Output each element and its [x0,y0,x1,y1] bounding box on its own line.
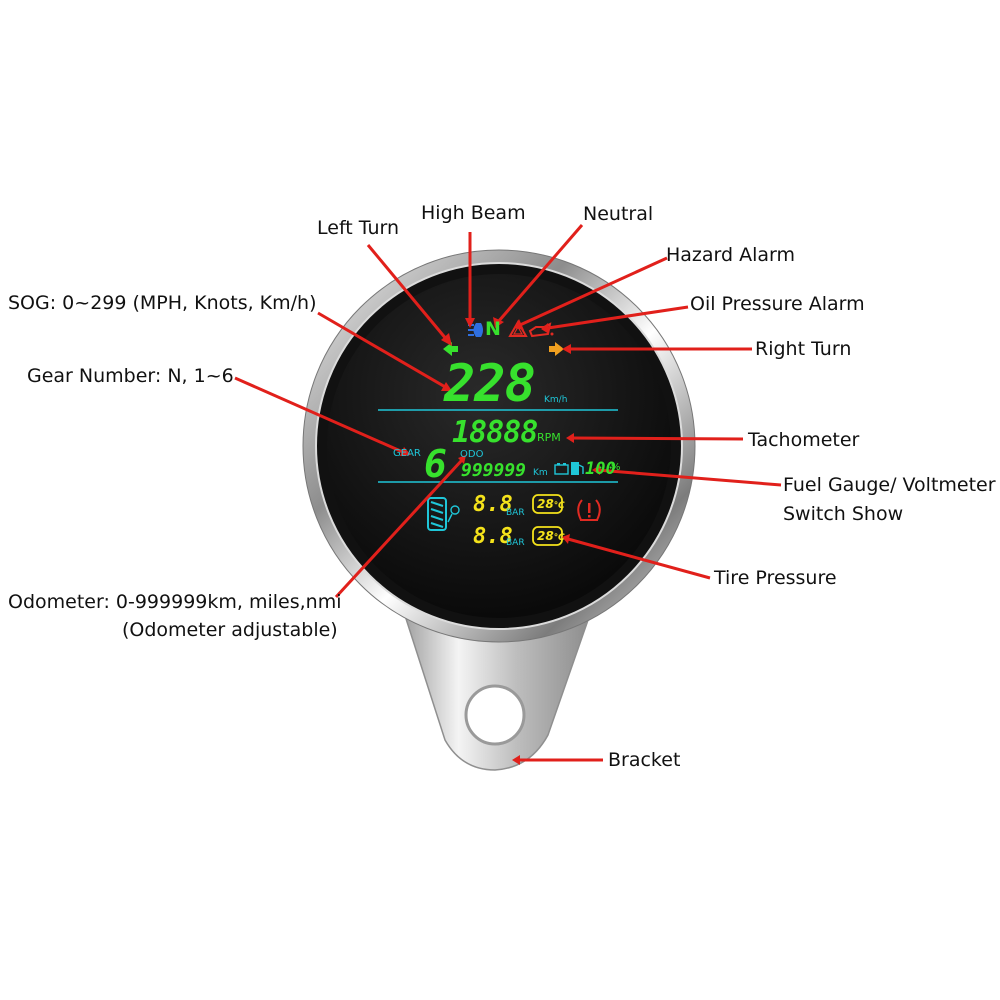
leader-tire-pressure [567,537,711,580]
battery-icon [554,463,569,475]
leader-tire-pressure-arrow [562,534,570,544]
label-hazard-alarm: Hazard Alarm [666,244,796,266]
label-tire-pressure: Tire Pressure [714,567,837,589]
tire-rear-temp: 28℃ [537,529,565,543]
tire-rear-pressure: 8.8 [473,524,513,549]
leader-lines [234,224,782,765]
speed-readout: 228 [444,354,536,414]
odometer-unit: Km [533,468,548,478]
leader-fuel-arrow [592,465,600,475]
gear-readout: 6 [424,442,447,486]
tire-front-temp: 28℃ [537,497,565,511]
label-oil-pressure-alarm: Oil Pressure Alarm [690,293,865,315]
rpm-readout: 18888 [452,415,538,450]
odometer-readout: 999999 [461,460,527,481]
label-tachometer: Tachometer [748,429,860,451]
tire-icon [427,497,460,531]
leader-oil-arrow [541,323,549,334]
leader-odometer [334,458,464,599]
gauge-face [327,274,671,618]
leader-right-turn-arrow [562,344,571,354]
neutral-indicator: N [485,318,501,340]
speed-unit: Km/h [544,395,568,405]
leader-neutral [496,224,584,323]
leader-oil [547,305,689,330]
right-arrow-icon [549,342,564,356]
gear-label: GEAR [393,448,421,459]
label-sog: SOG: 0~299 (MPH, Knots, Km/h) [8,292,317,314]
label-gear-number: Gear Number: N, 1~6 [27,365,234,387]
tire-front-pressure: 8.8 [473,492,513,517]
rpm-unit: RPM [537,431,561,444]
fuel-percent-unit: % [611,462,621,473]
label-odometer: Odometer: 0-999999km, miles,nmi [8,591,342,613]
label-odometer-line2: (Odometer adjustable) [122,619,338,641]
label-right-turn: Right Turn [755,338,852,360]
tire-front-temp-box [532,494,563,514]
leader-left-turn-arrow [441,333,452,346]
leader-odometer-arrow [458,455,466,464]
label-left-turn: Left Turn [317,217,400,239]
fuel-pump-icon [571,462,584,475]
leader-neutral-arrow [493,317,504,328]
leader-hazard-arrow [514,319,524,330]
label-neutral: Neutral [583,203,654,225]
tpms-warning-icon [577,499,601,521]
leader-sog-arrow [441,382,452,391]
leader-gear [234,376,406,455]
bracket-mount-hole [464,684,526,746]
leader-sog [317,311,448,390]
leader-hazard [519,256,668,327]
fuel-percent-readout: 100 [585,459,616,479]
leader-tachometer [571,436,744,441]
leader-gear-arrow [400,447,411,456]
oil-can-icon [528,322,554,338]
odo-label: ODO [460,449,484,460]
tire-rear-temp-box [532,526,563,546]
leader-high-beam-arrow [465,318,475,328]
tire-front-pressure-unit: BAR [506,508,525,518]
label-bracket: Bracket [608,749,681,771]
leader-left-turn [366,244,449,341]
leader-tachometer-arrow [566,433,574,443]
leader-bracket-arrow [512,755,520,765]
label-fuel-gauge-line2: Switch Show [783,503,904,525]
label-high-beam: High Beam [421,202,526,224]
left-arrow-icon [443,342,458,356]
tire-rear-pressure-unit: BAR [506,538,525,548]
leader-fuel [596,468,782,487]
label-fuel-gauge: Fuel Gauge/ Voltmeter [783,474,996,496]
